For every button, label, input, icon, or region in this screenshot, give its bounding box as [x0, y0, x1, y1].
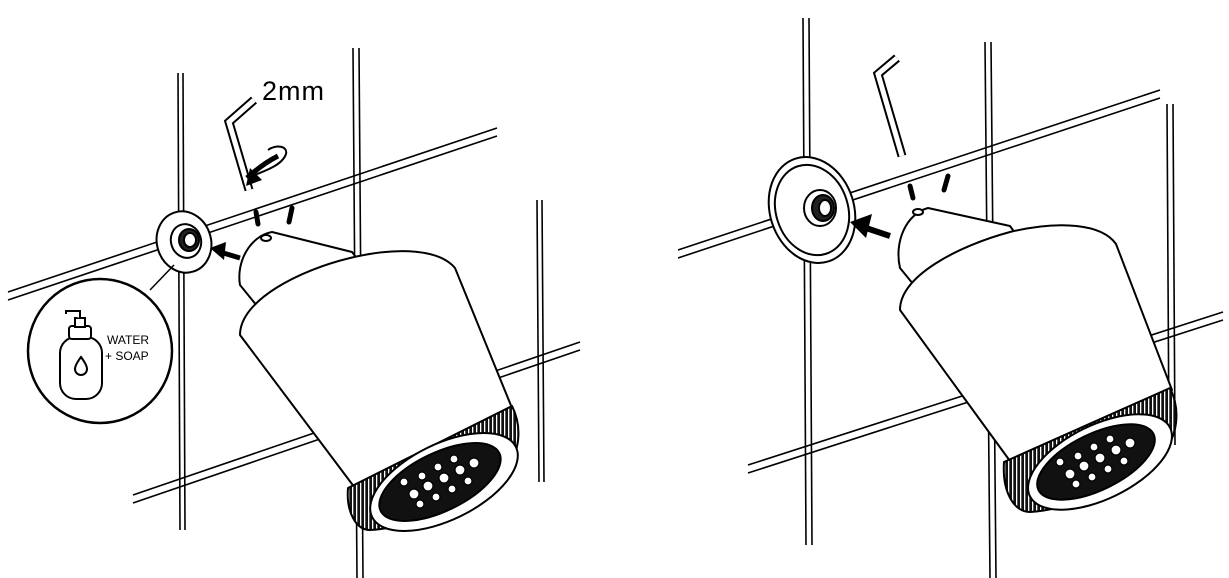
panel-right [677, 17, 1224, 578]
spray-nozzles-right [1055, 434, 1136, 489]
wall-flange [767, 156, 857, 264]
soap-callout: WATER + SOAP [26, 264, 175, 425]
shower-head-right [897, 207, 1178, 513]
wall-connector [155, 210, 213, 274]
spray-nozzles [399, 454, 480, 509]
arrow-to-connector [210, 242, 241, 261]
soap-dispenser-icon [59, 310, 103, 400]
hex-key [223, 96, 257, 192]
hex-key-right [872, 54, 907, 158]
callout-text-soap: + SOAP [105, 349, 149, 363]
arrow-to-flange [850, 214, 891, 239]
tool-size-label: 2mm [262, 76, 325, 106]
insert-marks-right [907, 173, 951, 201]
rotate-arrow-icon [245, 145, 288, 186]
insert-marks [253, 205, 295, 227]
panel-left: WATER + SOAP 2mm [7, 47, 581, 578]
shower-head [238, 231, 520, 532]
callout-text-water: WATER [107, 333, 149, 347]
